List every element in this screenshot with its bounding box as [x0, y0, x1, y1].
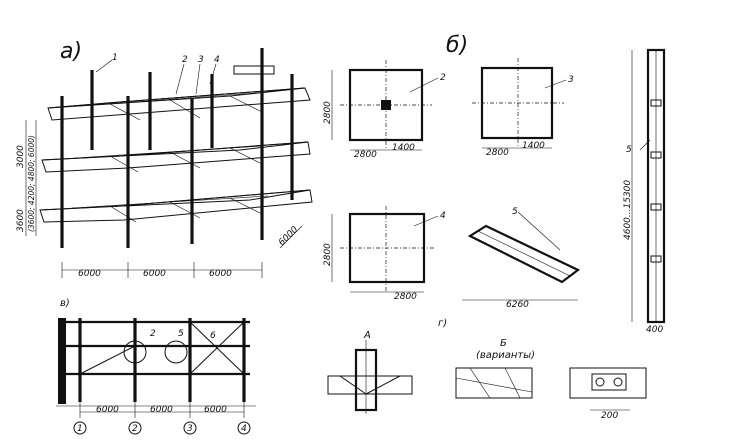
slab-panel-3: 3 2800 1400	[472, 58, 574, 158]
dim-p3-half: 1400	[522, 141, 545, 151]
label-variants: (варианты)	[476, 350, 535, 361]
dim-p4-h: 2800	[323, 243, 333, 266]
dim-s2: 6000	[150, 405, 173, 415]
dim-w1: 6000	[78, 269, 101, 279]
floor-slabs	[39, 87, 313, 223]
dim-h-bot: 3600	[16, 209, 26, 232]
callouts-a: 1 2 3 4	[95, 53, 220, 95]
dim-p2-w: 2800	[354, 150, 377, 160]
part-b-elements: б) 2 2800 2800 1400 3 2800 1400	[323, 33, 666, 335]
label-part-g: г)	[438, 318, 447, 329]
label-joint-b: Б	[500, 338, 507, 349]
callout-2: 2	[182, 55, 188, 65]
callout-2b: 2	[440, 73, 446, 83]
callout-4b: 4	[440, 211, 446, 221]
joint-b-variants: Б (варианты) 200	[455, 338, 647, 421]
dim-p2-h: 2800	[323, 101, 333, 124]
slab-panel-4: 4 2800 2800	[323, 206, 446, 302]
dim-h-mid: (3600; 4200; 4800; 6000)	[27, 135, 36, 232]
frame-columns	[60, 48, 294, 248]
callout-4: 4	[214, 55, 220, 65]
axis-2: 2	[132, 424, 138, 434]
callout-5c: 5	[626, 145, 632, 155]
dim-s3: 6000	[204, 405, 227, 415]
dim-p4-w: 2800	[394, 292, 417, 302]
label-joint-a: А	[363, 330, 371, 341]
part-g-joints: г) А Б (варианты) 200	[327, 318, 647, 421]
joint-a: А	[327, 330, 413, 414]
label-part-v: в)	[60, 298, 70, 309]
dim-s1: 6000	[96, 405, 119, 415]
stair-element-5: 5 6260	[462, 207, 581, 310]
callout-5v: 5	[178, 329, 184, 339]
dim-g-w: 200	[601, 411, 618, 421]
label-part-b: б)	[446, 33, 468, 58]
dim-col-w: 400	[646, 325, 663, 335]
callout-6v: 6	[210, 331, 216, 341]
axis-4: 4	[241, 424, 247, 434]
dim-col-len: 4600...15300	[623, 180, 633, 240]
slab-panel-2: 2 2800 2800 1400	[323, 60, 446, 160]
dim-w2: 6000	[143, 269, 166, 279]
dim-w3: 6000	[209, 269, 232, 279]
dim-ladder-len: 6260	[506, 300, 529, 310]
label-part-a: а)	[60, 39, 82, 64]
horizontal-dims-a: 6000 6000 6000	[61, 262, 263, 279]
column-element: 4600...15300 5 400	[623, 48, 666, 335]
dim-p2-half: 1400	[392, 143, 415, 153]
axis-3: 3	[187, 424, 193, 434]
callout-3b: 3	[568, 75, 574, 85]
dim-depth: 6000	[277, 225, 300, 248]
dim-p3-w: 2800	[486, 148, 509, 158]
vertical-dims-a: 3000 3600 (3600; 4200; 4800; 6000)	[16, 120, 37, 236]
callout-2v: 2	[150, 329, 156, 339]
axis-1: 1	[77, 424, 83, 434]
callout-3: 3	[198, 55, 204, 65]
part-v-elevation: в) 2 5 6 6000 6000 6000 1 2 3 4	[56, 298, 256, 435]
part-a-isometric-frame: а)	[16, 39, 313, 279]
callout-1: 1	[112, 53, 118, 63]
callout-5b: 5	[512, 207, 518, 217]
dim-h-top: 3000	[16, 145, 26, 168]
